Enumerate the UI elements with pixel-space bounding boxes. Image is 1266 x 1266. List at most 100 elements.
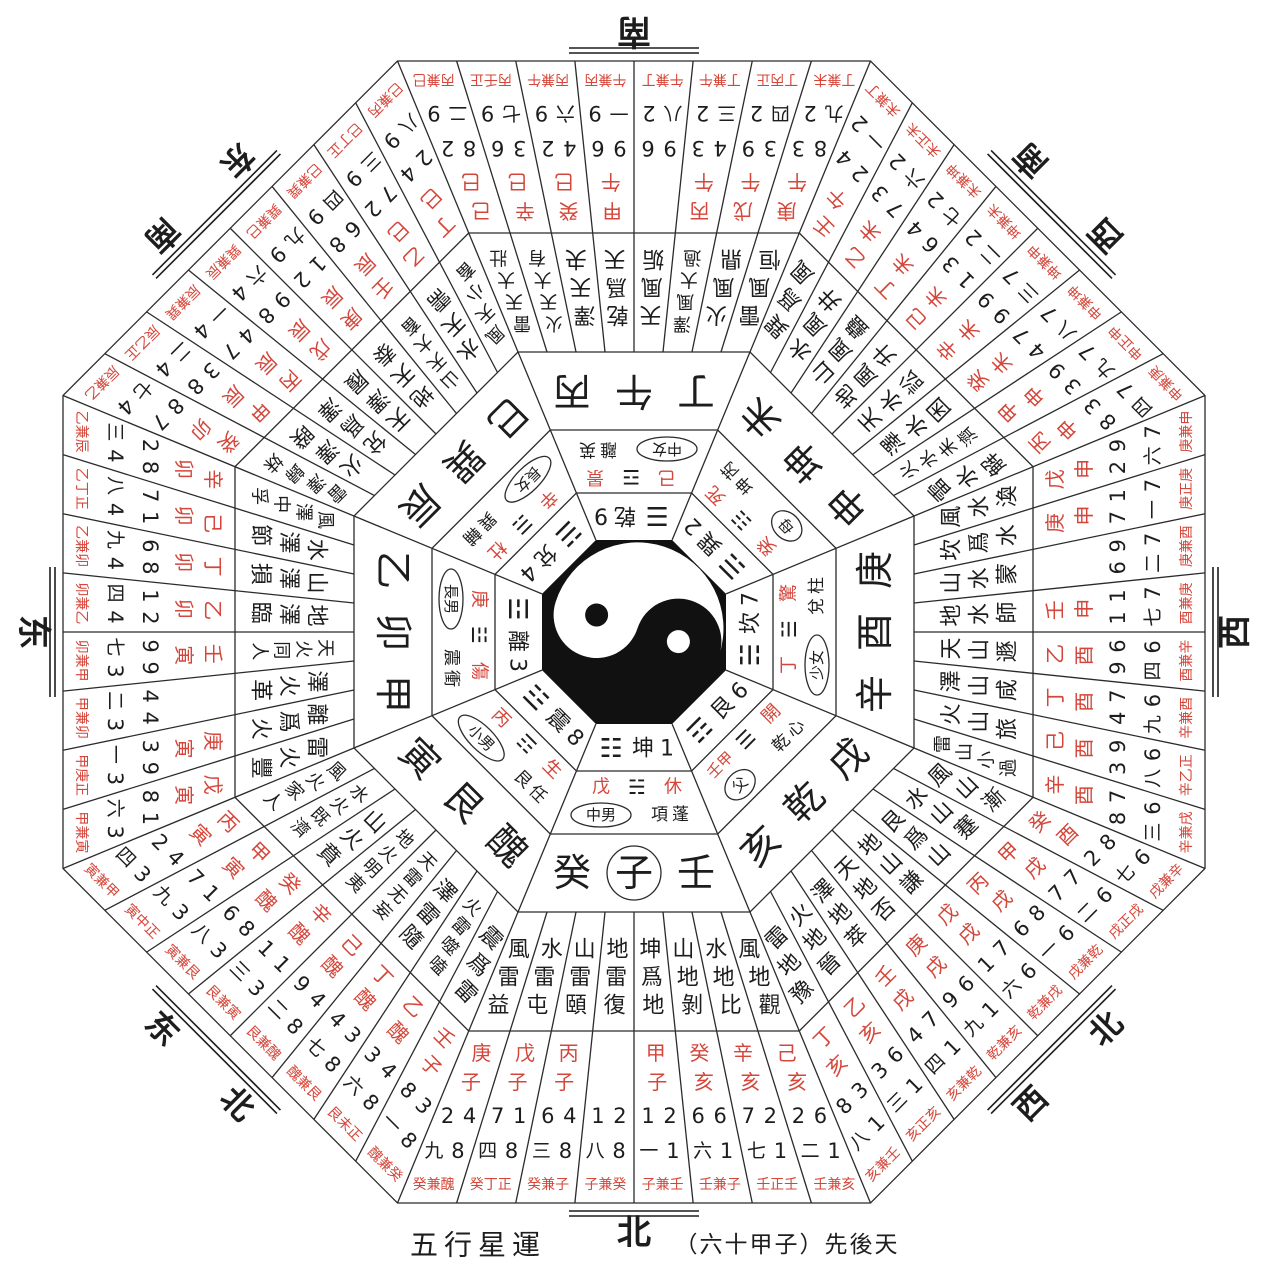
number-second: 6 — [641, 136, 654, 160]
column-divider — [720, 911, 813, 1204]
direction-label: 东 — [13, 615, 53, 649]
number-first: 3 — [513, 136, 526, 160]
hexagram-column: 澤天夬 — [565, 246, 596, 327]
hexagram-char: 頤 — [565, 994, 587, 1019]
yun-numeral: 三 — [532, 1140, 551, 1162]
sector-west: ☵坎7丁☱驚少女兌柱辛酉庚雷山小過火山旅澤山咸天山遯地水師山水蒙坎爲水風水渙辛酉… — [725, 394, 1255, 853]
number-first: 6 — [541, 1104, 554, 1128]
hexagram-column: 山水蒙 — [940, 563, 1021, 594]
hexagram-char: 地 — [304, 604, 329, 626]
door-trigram-icon: ☱ — [777, 620, 801, 638]
hexagram-char: 同 — [271, 641, 292, 659]
column-divider — [872, 311, 1122, 476]
hexagram-column: 地雷復 — [604, 938, 629, 1019]
yun-number: 1 — [774, 1139, 787, 1163]
hexagram-column: 雷風恒 — [738, 246, 780, 327]
column-divider — [913, 718, 1206, 811]
column-divider — [271, 850, 458, 1078]
direction-label: 北 — [617, 1213, 651, 1253]
ganzhi-stem: 甲 — [646, 1041, 666, 1065]
ganzhi-branch: 亥 — [741, 1070, 761, 1094]
fenjin-label: 酉兼辛 — [1179, 640, 1195, 682]
ganzhi-stem: 壬 — [201, 644, 225, 664]
hexagram-char: 革 — [248, 679, 273, 701]
number-first: 8 — [1106, 812, 1130, 825]
column-divider — [62, 689, 355, 751]
number-first: 9 — [663, 136, 676, 160]
number-second: 9 — [1106, 539, 1130, 552]
mountain-label: 壬 — [677, 851, 715, 895]
hexagram-char: 水 — [968, 603, 993, 625]
door-stem: 丁 — [779, 656, 800, 674]
caption-left: 五行星運 — [410, 1229, 546, 1262]
hexagram-char: 益 — [487, 994, 509, 1019]
ganzhi-branch: 巳 — [461, 170, 481, 194]
yun-number: 6 — [1141, 694, 1165, 707]
column-divider — [852, 808, 1080, 995]
yun-number: 9 — [588, 101, 601, 125]
star-label: 兌柱 — [807, 573, 827, 615]
ganzhi-branch: 寅 — [172, 739, 196, 759]
hexagram-column: 山澤損 — [248, 563, 329, 594]
door-stem: 庚 — [469, 590, 490, 608]
number-second: 7 — [1106, 790, 1130, 803]
hexagram-char: 澤 — [276, 531, 301, 553]
yun-numeral: 七 — [104, 637, 126, 656]
column-divider — [913, 660, 1206, 692]
direction-label: 西 — [1215, 615, 1255, 649]
number-second: 6 — [714, 1104, 727, 1128]
trigram-symbol-icon: ☵ — [736, 643, 766, 666]
number-first: 4 — [138, 690, 162, 703]
ganzhi-branch: 巳 — [508, 170, 528, 194]
ganzhi-branch: 午 — [741, 170, 761, 194]
mountain-label: 庚 — [853, 551, 897, 589]
hexagram-char: 師 — [996, 602, 1021, 624]
number-first: 6 — [138, 539, 162, 552]
yun-number: 4 — [103, 449, 127, 462]
hexagram-char: 大 — [534, 269, 552, 290]
column-divider — [62, 660, 355, 692]
hexagram-char: 渙 — [996, 485, 1021, 507]
hexagram-char: 山 — [968, 711, 993, 733]
ganzhi-branch: 申 — [1072, 459, 1096, 479]
family-oval — [504, 455, 552, 503]
hexagram-column: 地澤臨 — [248, 602, 329, 627]
yun-numeral: 三 — [104, 422, 126, 441]
mountain-label: 癸 — [553, 851, 591, 895]
number-second: 2 — [613, 1104, 626, 1128]
hexagram-char: 山 — [968, 639, 993, 661]
hexagram-char: 地 — [713, 966, 735, 991]
number-first: 7 — [742, 1104, 755, 1128]
sector-divider — [396, 60, 597, 541]
star-label: 項蓬 — [651, 805, 693, 825]
sector-divider — [671, 60, 872, 541]
hexagram-char: 豐 — [248, 757, 273, 779]
family-oval — [570, 802, 632, 828]
number-first: 1 — [138, 589, 162, 602]
number-second: 1 — [513, 1104, 526, 1128]
yun-numeral: 四 — [478, 1140, 497, 1162]
yun-numeral: 一 — [104, 745, 126, 764]
direction-rule — [986, 984, 1113, 1111]
hexagram-char: 山 — [574, 938, 596, 963]
fenjin-label: 乙兼辰 — [73, 411, 89, 453]
fenjin-label: 壬兼亥 — [813, 1177, 855, 1193]
fenjin-label: 壬兼子 — [699, 1177, 741, 1193]
yun-numeral: 八 — [1142, 769, 1164, 788]
ganzhi-stem: 癸 — [559, 199, 579, 223]
yun-number: 3 — [103, 825, 127, 838]
trigram-number: 9 — [594, 503, 608, 528]
number-second: 9 — [138, 762, 162, 775]
